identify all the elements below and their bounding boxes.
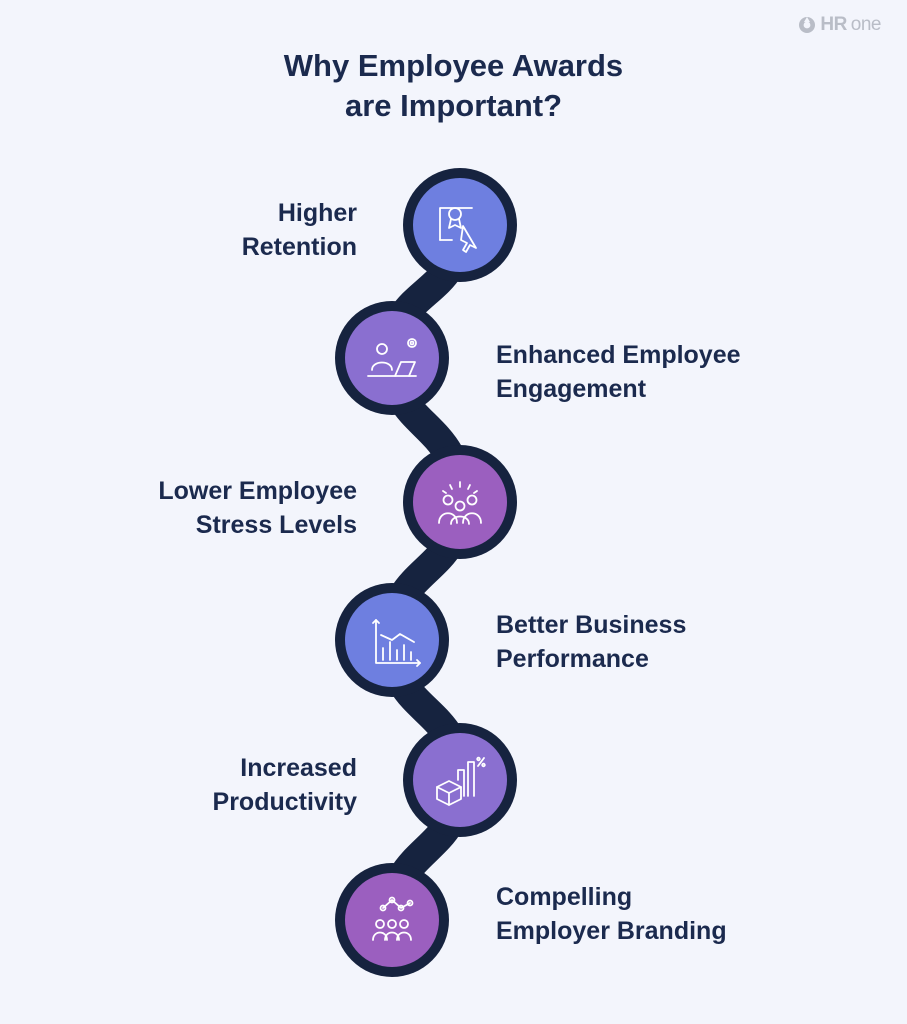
label-employer-branding: Compelling Employer Branding	[496, 880, 727, 948]
brand-one: one	[850, 14, 882, 35]
label-6-line-1: Compelling	[496, 883, 633, 911]
box-growth-percent-icon	[436, 756, 486, 806]
bar-chart-trend-icon	[372, 619, 421, 667]
page-title: Why Employee Awards are Important?	[0, 46, 907, 126]
node-lower-stress	[403, 445, 517, 559]
title-line-2: are Important?	[344, 88, 563, 123]
node-enhanced-engagement	[335, 301, 449, 415]
title-line-1: Why Employee Awards	[283, 48, 624, 83]
label-1-line-2: Retention	[241, 233, 357, 261]
label-business-performance: Better Business Performance	[496, 608, 686, 676]
node-employer-branding	[335, 863, 449, 977]
label-6-line-2: Employer Branding	[496, 917, 727, 945]
label-3-line-1: Lower Employee	[158, 477, 357, 505]
label-3-line-2: Stress Levels	[195, 511, 357, 539]
node-higher-retention	[403, 168, 517, 282]
person-laptop-gear-icon	[367, 338, 417, 377]
label-enhanced-engagement: Enhanced Employee Engagement	[496, 338, 741, 406]
people-network-icon	[372, 896, 414, 941]
label-higher-retention: Higher Retention	[242, 196, 357, 264]
label-increased-productivity: Increased Productivity	[213, 751, 357, 819]
label-2-line-2: Engagement	[496, 375, 647, 403]
node-business-performance	[335, 583, 449, 697]
label-4-line-2: Performance	[496, 645, 649, 673]
label-lower-stress: Lower Employee Stress Levels	[158, 474, 357, 542]
award-click-icon	[439, 207, 477, 253]
brand-hr: HR	[820, 14, 847, 35]
label-4-line-1: Better Business	[496, 611, 687, 639]
label-5-line-1: Increased	[240, 754, 357, 782]
node-5-fill	[413, 733, 507, 827]
label-5-line-2: Productivity	[212, 788, 357, 816]
node-increased-productivity	[403, 723, 517, 837]
label-2-line-1: Enhanced Employee	[496, 341, 741, 369]
brand-mark-icon	[799, 17, 816, 33]
node-2-fill	[345, 311, 439, 405]
team-celebration-icon	[438, 481, 482, 525]
label-1-line-1: Higher	[277, 199, 357, 227]
